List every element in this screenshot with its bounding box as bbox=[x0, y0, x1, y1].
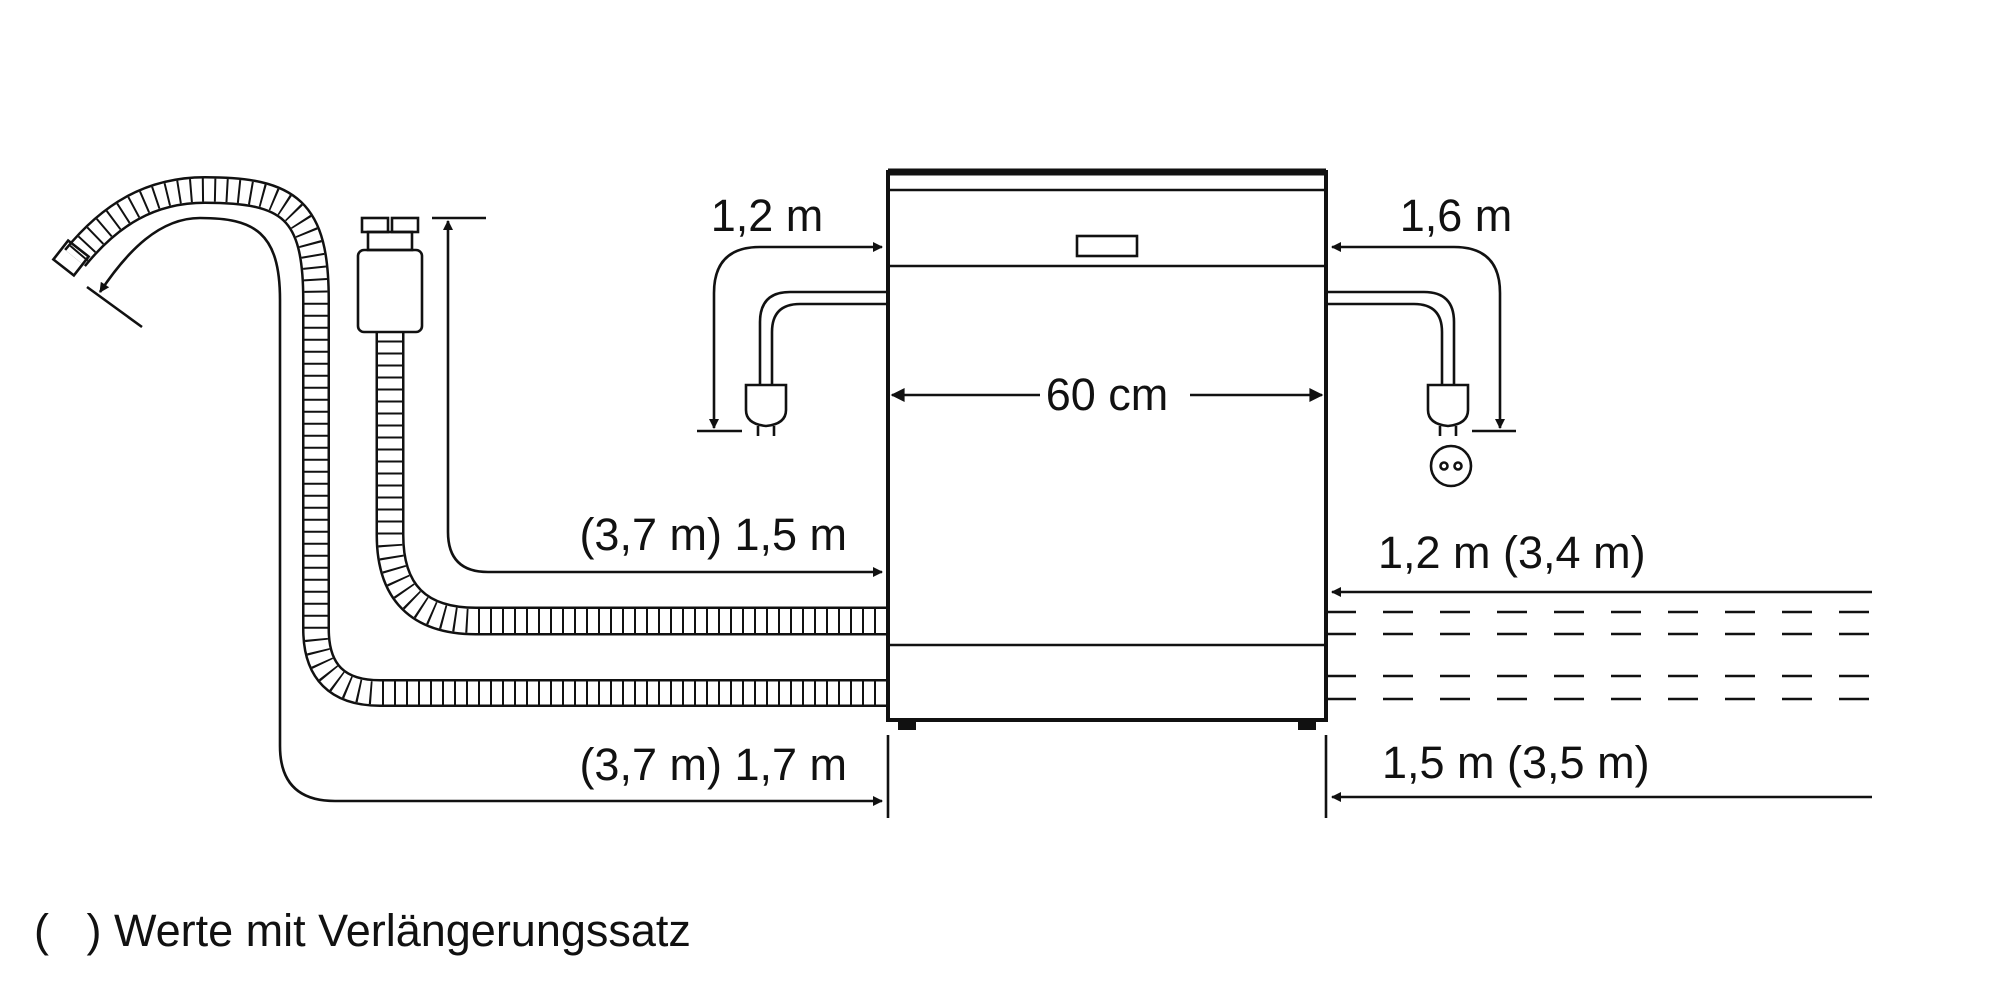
power-cord-right-label: 1,6 m bbox=[1400, 190, 1513, 241]
footnote: ( ) Werte mit Verlängerungssatz bbox=[34, 905, 691, 956]
display-panel bbox=[1075, 234, 1139, 258]
drain-hose-end-icon bbox=[51, 238, 91, 278]
inlet-hose-right-label: 1,2 m (3,4 m) bbox=[1378, 527, 1646, 578]
right-hose-continuations: 1,2 m (3,4 m) 1,5 m (3,5 m) bbox=[1324, 527, 1872, 818]
dishwasher-outline bbox=[886, 170, 1328, 722]
power-cord-right: 1,6 m bbox=[1326, 190, 1516, 488]
power-cord-left-inner bbox=[770, 302, 888, 385]
tap-connector-icon bbox=[360, 216, 390, 234]
socket-hole bbox=[1439, 461, 1449, 471]
inlet-hose-corrugation bbox=[378, 332, 888, 633]
power-cord-right-dimension bbox=[1331, 242, 1505, 429]
drain-hose: (3,7 m) 1,7 m bbox=[51, 176, 890, 818]
aquastop-valve-icon bbox=[356, 248, 424, 334]
drain-hose-baseline bbox=[86, 285, 143, 329]
socket-hole bbox=[1453, 461, 1463, 471]
water-inlet-hose: (3,7 m) 1,5 m bbox=[356, 216, 888, 636]
drain-hose-right-label: 1,5 m (3,5 m) bbox=[1382, 737, 1650, 788]
drain-hose-left-dimension bbox=[98, 216, 883, 806]
power-cord-left-label: 1,2 m bbox=[711, 190, 824, 241]
wall-socket-icon bbox=[1429, 444, 1473, 488]
power-plug-right-icon bbox=[1426, 383, 1470, 428]
inlet-hose-left-label: (3,7 m) 1,5 m bbox=[579, 509, 847, 560]
drain-hose-left-label: (3,7 m) 1,7 m bbox=[579, 739, 847, 790]
tap-connector-nut-icon bbox=[366, 230, 414, 252]
power-cord-left-dimension bbox=[709, 242, 883, 429]
power-cord-left-outer bbox=[758, 290, 888, 385]
width-label: 60 cm bbox=[1046, 369, 1169, 420]
dishwasher: 60 cm bbox=[886, 168, 1328, 730]
power-cord-right-inner bbox=[1326, 302, 1444, 385]
right-foot bbox=[1298, 720, 1316, 730]
power-cord-left: 1,2 m bbox=[697, 190, 888, 436]
tap-connector-icon bbox=[390, 216, 420, 234]
left-foot bbox=[898, 720, 916, 730]
power-plug-left-icon bbox=[744, 383, 788, 428]
power-cord-right-outer bbox=[1326, 290, 1456, 385]
